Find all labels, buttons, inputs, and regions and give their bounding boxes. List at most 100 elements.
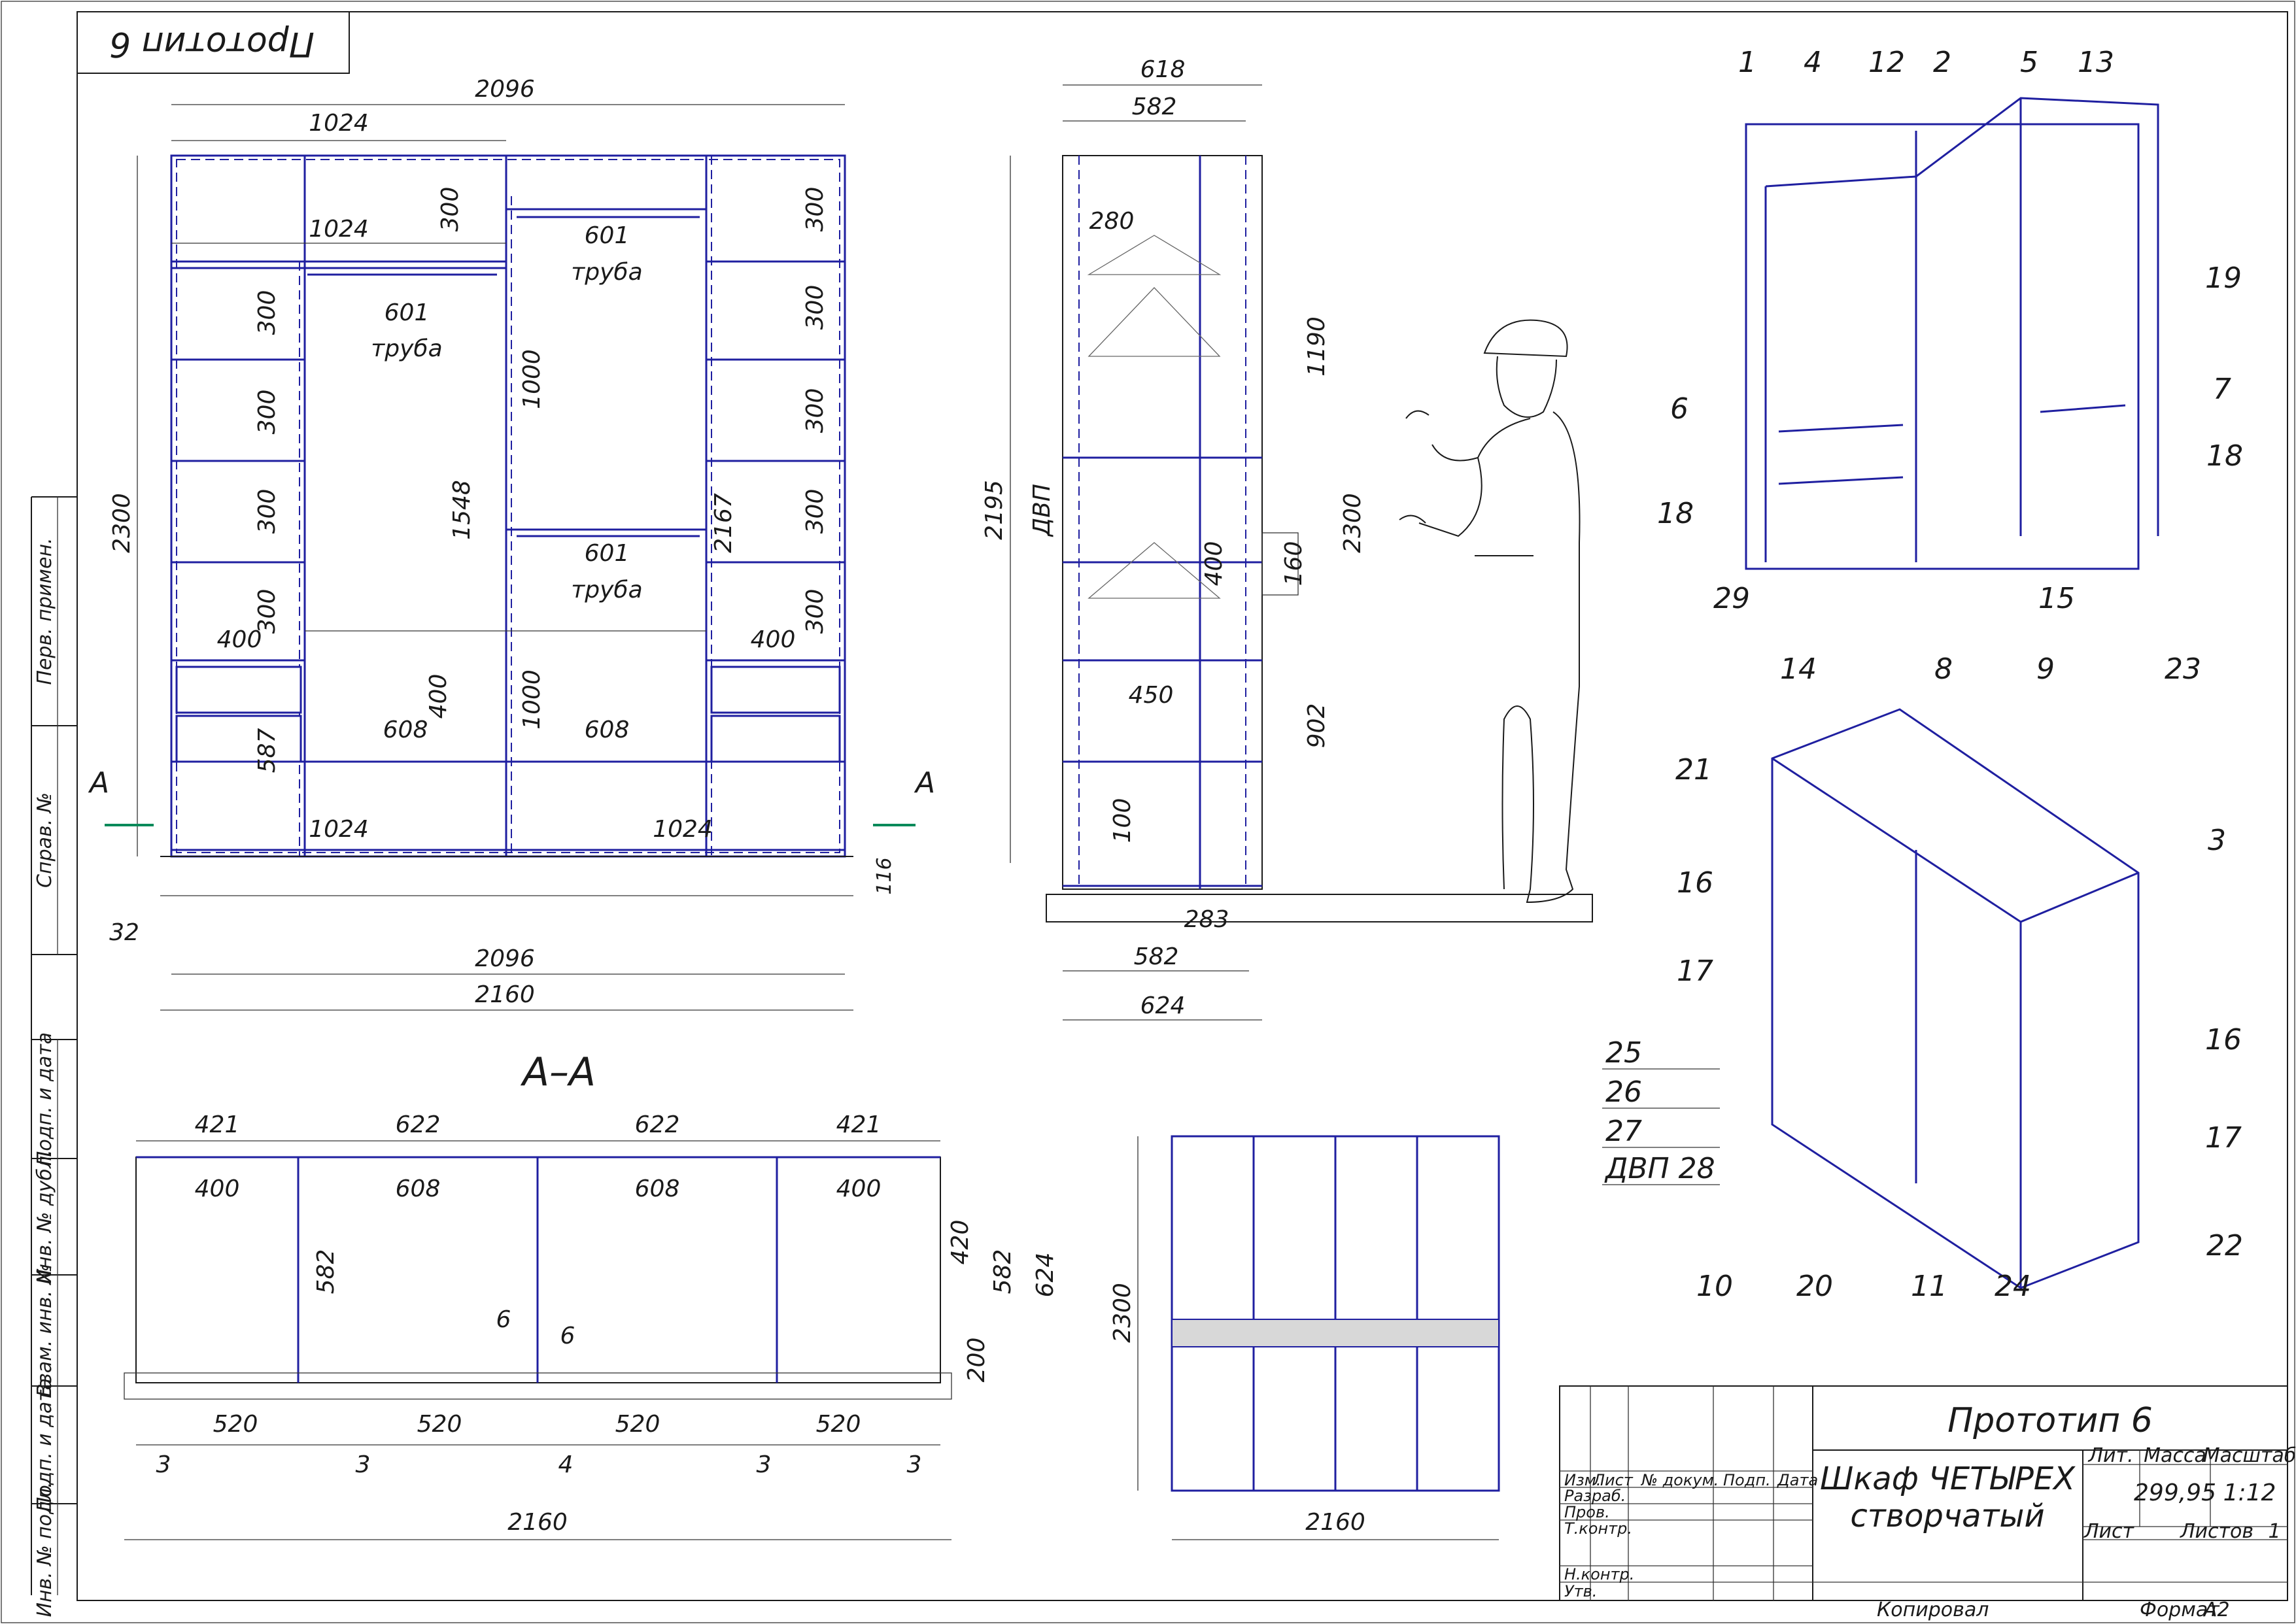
- tb-row-list: Лист: [1592, 1471, 1634, 1489]
- section-title: A–A: [520, 1049, 596, 1095]
- stamp-sprav: Справ. №: [33, 792, 56, 888]
- dim-shelf-gap-5: 300: [437, 187, 464, 232]
- iso-bot-callout-23: 23: [2165, 652, 2201, 686]
- dim-side-offset: 283: [1184, 906, 1229, 933]
- dim-front-inner-height: 2167: [710, 493, 737, 553]
- stamp-title: Прототип 6: [109, 24, 315, 63]
- dim-shelf-gap-1: 300: [254, 290, 281, 335]
- dim-shelf-gap-4: 300: [254, 589, 281, 634]
- iso-bot-callout-16a: 16: [1677, 866, 1713, 900]
- dim-plinth: 116: [873, 857, 896, 894]
- dim-side-drawer-depth: 450: [1129, 682, 1174, 709]
- dim-bottom-1024-r: 1024: [653, 816, 713, 843]
- tb-role-prov: Пров.: [1564, 1503, 1610, 1521]
- iso-bot-callout-17a: 17: [1677, 955, 1713, 988]
- tb-product-2: створчатый: [1850, 1498, 2044, 1534]
- tb-mass-label: Масса: [2144, 1444, 2206, 1467]
- tb-format-label: Формат: [2140, 1599, 2220, 1621]
- dim-front-overall: 2160: [475, 981, 535, 1008]
- material-25: 25: [1605, 1036, 1642, 1070]
- dim-offset: 32: [109, 919, 139, 946]
- iso-bot-callout-20: 20: [1796, 1270, 1833, 1303]
- stamp-inv-podl: Инв. № подл.: [33, 1482, 56, 1617]
- tb-role-utv: Утв.: [1564, 1582, 1597, 1600]
- dim-front-inner-left: 1548: [449, 480, 475, 540]
- iso-top-callout-12: 12: [1868, 46, 1905, 79]
- tb-role-razrab: Разраб.: [1564, 1487, 1626, 1505]
- tb-copied: Копировал: [1877, 1599, 1989, 1621]
- sec-right-a: 420: [947, 1220, 974, 1265]
- dim-rod-2: 601: [585, 222, 630, 249]
- iso-top-callout-2: 2: [1933, 46, 1951, 79]
- drawing-frame: [77, 11, 2288, 1601]
- label-rod-2: труба: [571, 259, 642, 286]
- tb-row-podp: Подп.: [1723, 1471, 1771, 1489]
- dim-side-total: 2300: [1339, 493, 1366, 553]
- iso-top-callout-18a: 18: [2206, 439, 2243, 473]
- top-stamp: Прототип 6: [77, 11, 350, 74]
- material-26: 26: [1605, 1075, 1642, 1109]
- tb-lit-label: Лит.: [2087, 1444, 2133, 1467]
- tb-name: Прототип 6: [1947, 1401, 2153, 1440]
- sec-inner-dim-3: 608: [635, 1176, 680, 1202]
- sec-overall: 2160: [507, 1509, 568, 1536]
- tb-sheets: 1: [2268, 1520, 2280, 1543]
- dim-side-bottom-inner: 582: [1134, 943, 1179, 970]
- section-view: A–A 421 622 622 421 400 608 608 400 582 …: [124, 1049, 1059, 1540]
- stamp-perv: Перв. примен.: [33, 537, 56, 685]
- door-height: 2300: [1109, 1283, 1136, 1343]
- dim-bottom-1024-l: 1024: [309, 816, 369, 843]
- dim-side-upper: 1190: [1303, 316, 1330, 377]
- side-stamps: Перв. примен. Справ. № Подп. и дата Инв.…: [31, 496, 77, 1617]
- dim-side-top-inner: 582: [1132, 93, 1177, 120]
- dim-drawer-h: 400: [425, 674, 452, 719]
- tb-row-izm: Изм.: [1564, 1471, 1601, 1489]
- dim-span-608-l: 608: [383, 717, 428, 743]
- section-mark-left: A: [88, 766, 109, 800]
- tb-row-dokum: № докум.: [1640, 1471, 1719, 1489]
- sec-top-dim-2: 622: [396, 1111, 441, 1138]
- dim-side-gap: 160: [1280, 541, 1307, 586]
- tb-sheets-label: Листов: [2180, 1520, 2253, 1543]
- door-width: 2160: [1305, 1509, 1365, 1536]
- iso-top-callout-13: 13: [2078, 46, 2114, 79]
- sec-module-4: 520: [816, 1411, 861, 1438]
- front-view: 2096 1024 1024 2300 2167 1548 601 труба …: [88, 76, 935, 1011]
- iso-top-callout-29: 29: [1713, 582, 1750, 615]
- stamp-vzam: Взам. инв. №: [33, 1264, 56, 1397]
- stamp-podp-2: Подп. и дата: [33, 1378, 56, 1512]
- sec-gap-bottom-4: 3: [757, 1451, 772, 1478]
- tb-row-data: Дата: [1777, 1471, 1818, 1489]
- iso-top-callout-5: 5: [2020, 46, 2038, 79]
- iso-bot-callout-16b: 16: [2205, 1023, 2242, 1057]
- sec-depth: 582: [313, 1249, 339, 1294]
- iso-top-callout-6: 6: [1670, 392, 1688, 426]
- dim-side-height: 2195: [981, 480, 1008, 540]
- sec-right-b: 582: [989, 1249, 1016, 1294]
- iso-bot-callout-9: 9: [2036, 652, 2055, 686]
- dim-front-inner-top: 1024: [309, 216, 369, 243]
- material-27: 27: [1605, 1115, 1642, 1148]
- iso-bot-callout-24: 24: [1995, 1270, 2031, 1303]
- tb-sheet-label: Лист: [2083, 1520, 2135, 1543]
- dim-right-gap-3: 300: [802, 388, 829, 433]
- dim-depth-587: 587: [254, 728, 281, 773]
- sec-gap-bottom-5: 3: [907, 1451, 922, 1478]
- iso-top-callout-15: 15: [2038, 582, 2075, 615]
- iso-bot-callout-17b: 17: [2205, 1121, 2242, 1155]
- stamp-inv-dubl: Инв. № дубл.: [33, 1149, 56, 1283]
- dim-side-drawer-zone: 400: [1201, 541, 1227, 586]
- iso-bot-callout-14: 14: [1780, 652, 1817, 686]
- iso-bot-callout-11: 11: [1911, 1270, 1947, 1303]
- dim-rod-3: 601: [585, 540, 630, 567]
- iso-top-callout-19: 19: [2205, 262, 2242, 295]
- tb-role-tkontr: Т.контр.: [1564, 1519, 1632, 1538]
- iso-top-view: 1 4 12 2 5 13 19 6 7 18 18 29 15: [1657, 46, 2243, 615]
- tb-product-1: Шкаф ЧЕТЫРЕХ: [1820, 1461, 2076, 1497]
- side-view: 618 582 280 2195 ДВП 1190 2300 400 160 9…: [981, 56, 1593, 1021]
- sec-top-dim-3: 622: [635, 1111, 680, 1138]
- stamp-podp-1: Подп. и дата: [33, 1032, 56, 1166]
- sec-gap-b: 6: [560, 1323, 575, 1349]
- iso-top-callout-7: 7: [2213, 373, 2231, 406]
